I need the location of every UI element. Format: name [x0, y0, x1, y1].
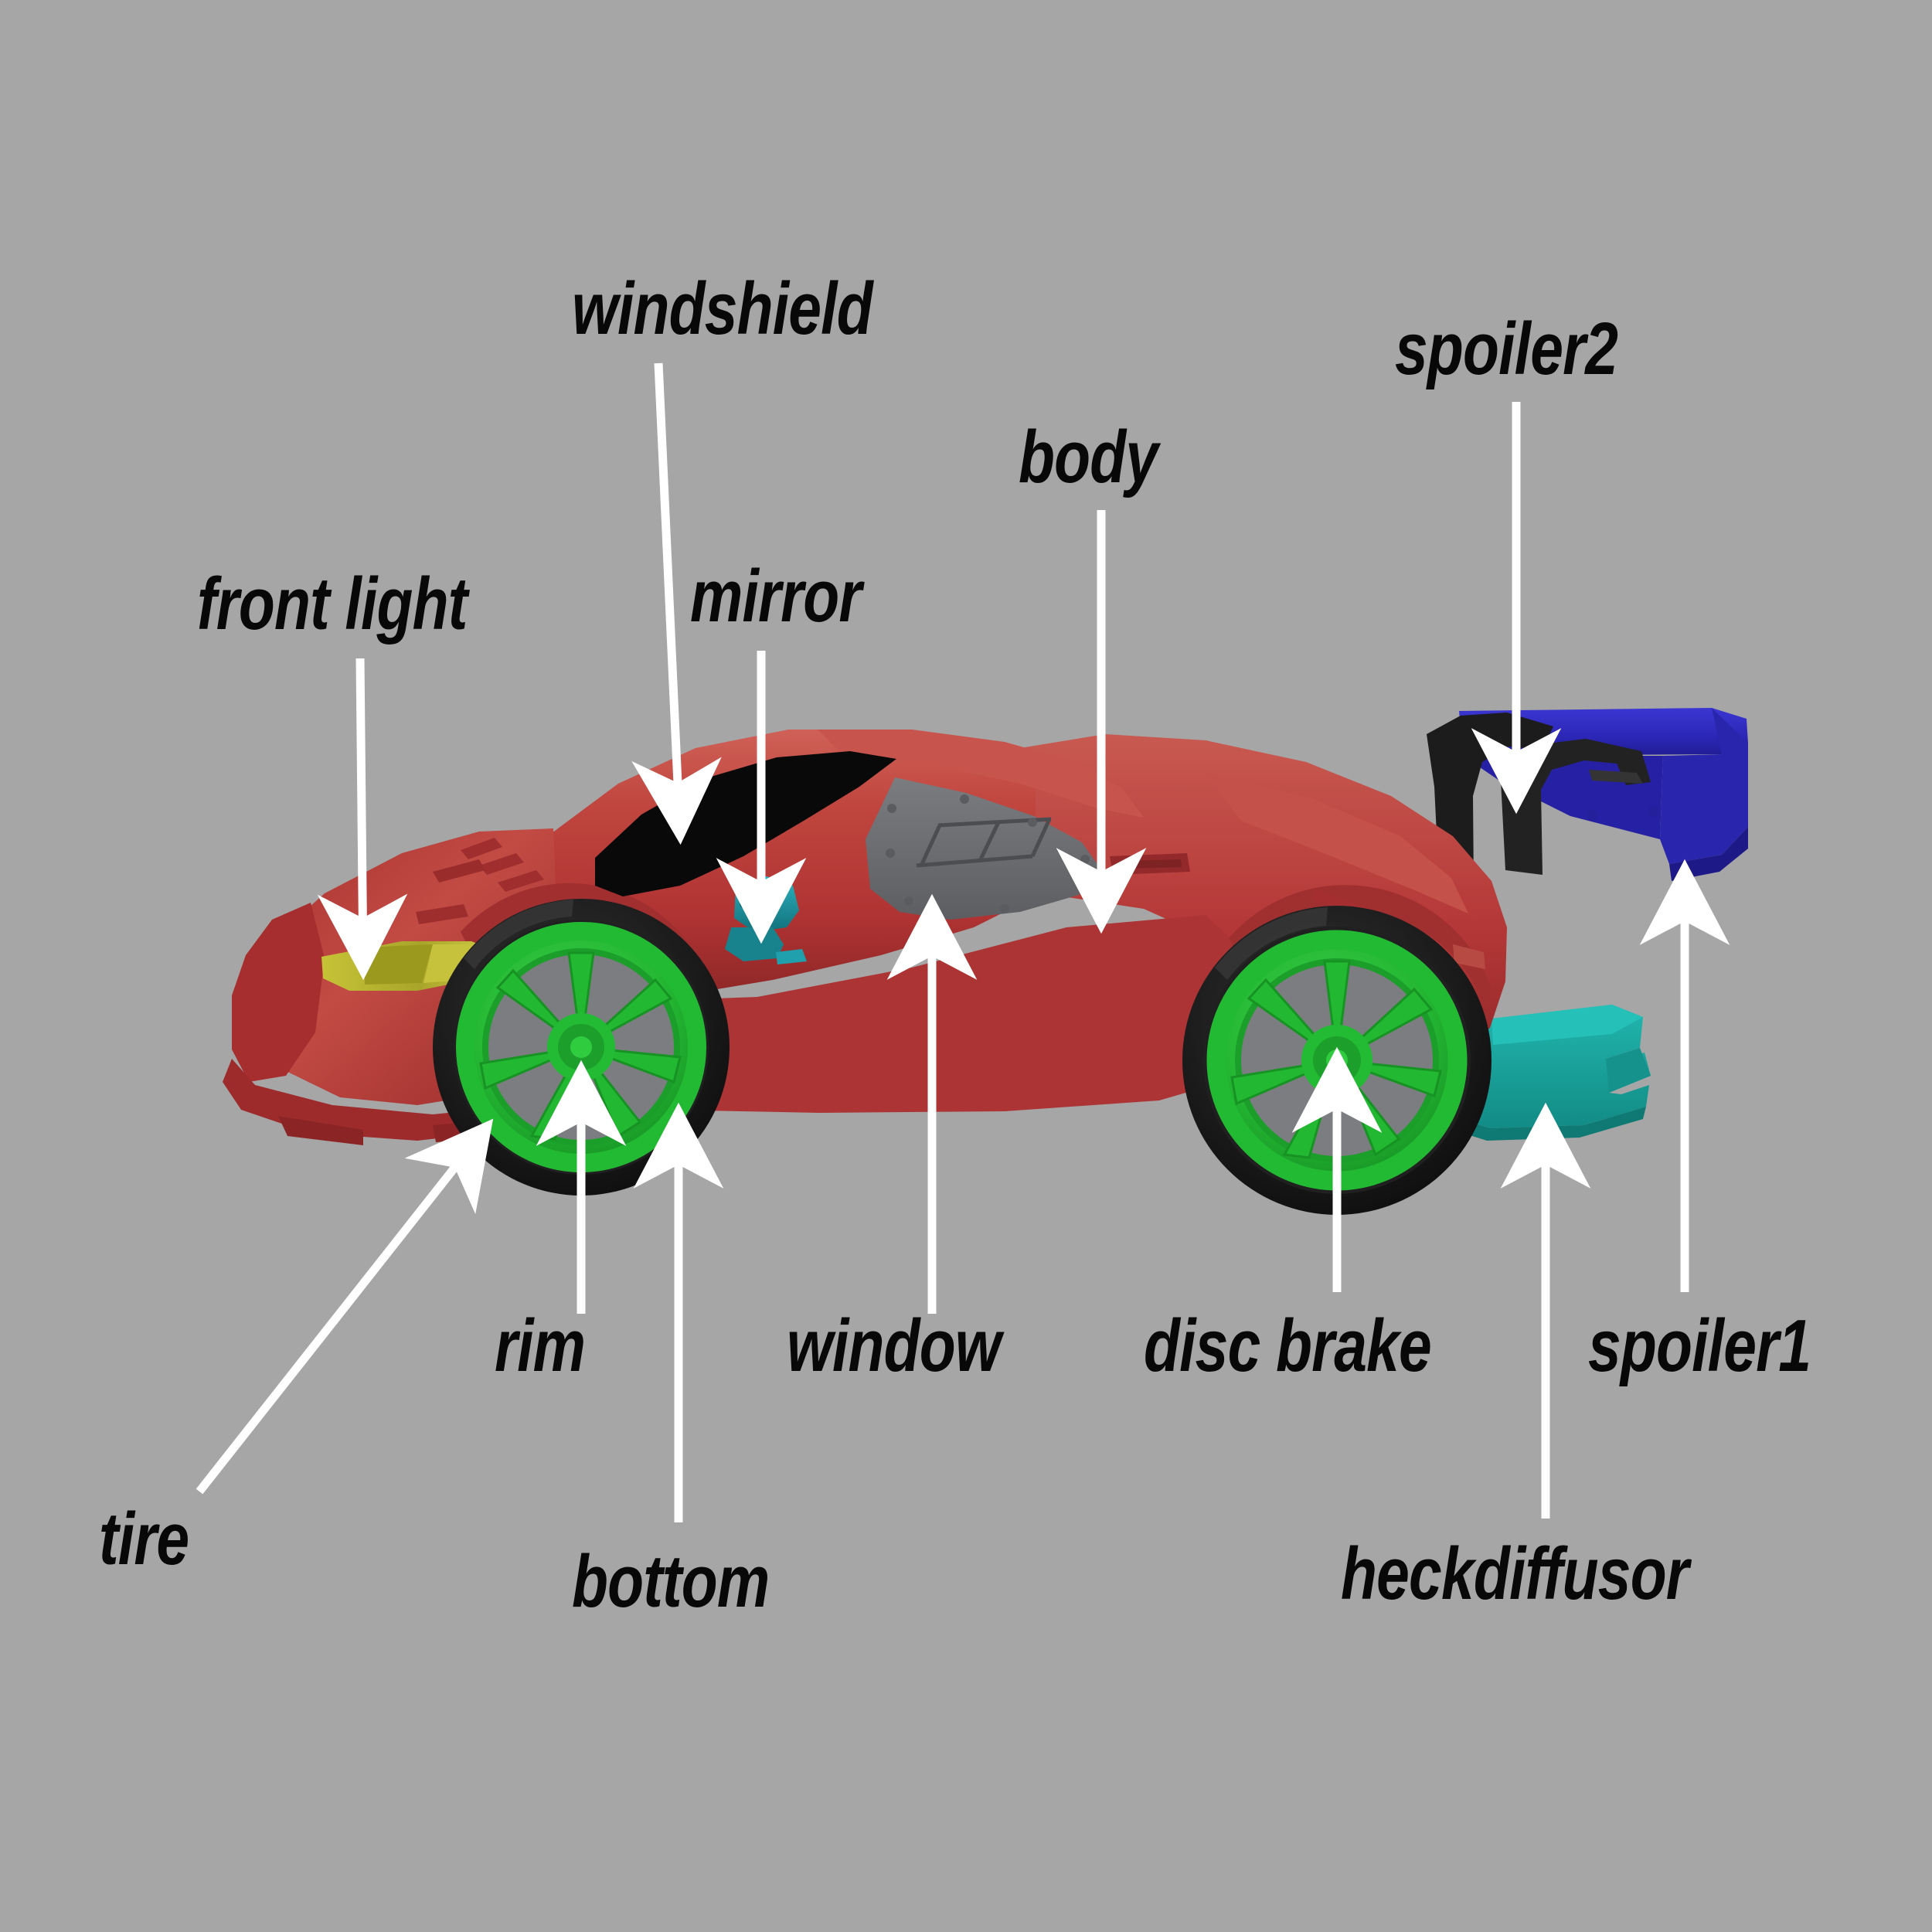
- windshield-part: [595, 751, 896, 896]
- leader-windshield: [631, 362, 722, 845]
- label-heckdiffusor: heckdiffusor: [1341, 1532, 1689, 1615]
- label-window: window: [787, 1304, 1002, 1387]
- heckdiffusor-part: [1444, 1005, 1651, 1141]
- label-spoiler2: spoiler2: [1395, 308, 1618, 390]
- label-front_light: front light: [197, 563, 468, 645]
- leader-line-layer: [196, 362, 1730, 1522]
- label-disc_brake: disc brake: [1144, 1304, 1432, 1387]
- car-3d-model: [223, 708, 1748, 1215]
- label-body: body: [1019, 416, 1158, 498]
- label-mirror: mirror: [690, 555, 862, 638]
- label-spoiler1: spoiler1: [1588, 1304, 1811, 1387]
- leader-tire: [196, 1118, 494, 1495]
- label-bottom: bottom: [572, 1540, 770, 1623]
- label-windshield: windshield: [572, 267, 873, 350]
- label-tire: tire: [99, 1498, 189, 1580]
- leader-front_light: [317, 658, 408, 981]
- label-rim: rim: [495, 1304, 586, 1387]
